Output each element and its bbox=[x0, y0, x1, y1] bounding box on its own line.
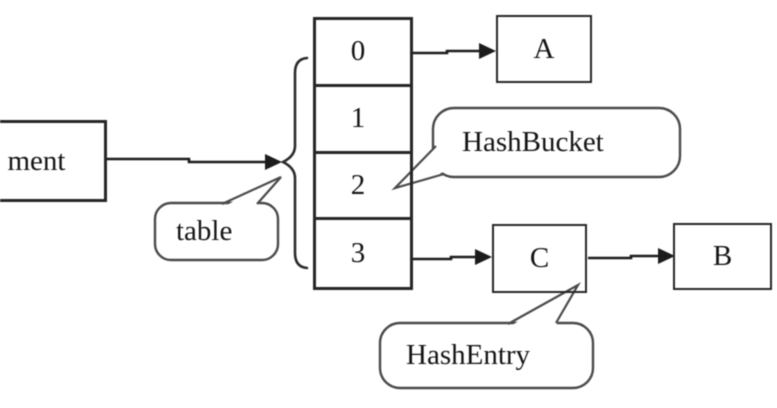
left-source-box-label: ment bbox=[7, 144, 66, 177]
array-cell-2: 2 bbox=[316, 154, 410, 221]
array-brace bbox=[280, 56, 309, 270]
entry-node-c-label: C bbox=[529, 242, 550, 274]
array-cell-1: 1 bbox=[316, 87, 410, 154]
entry-node-b-label: B bbox=[712, 240, 733, 272]
arrowhead-cell3-to-c bbox=[475, 249, 492, 265]
hash-table-array: 0 1 2 3 bbox=[313, 17, 413, 290]
array-cell-3: 3 bbox=[316, 220, 410, 287]
array-cell-3-label: 3 bbox=[350, 237, 366, 270]
arrowhead-c-to-b bbox=[658, 248, 675, 264]
entry-node-c: C bbox=[492, 224, 587, 293]
bucket-node-a: A bbox=[496, 15, 592, 83]
hashentry-callout-tail bbox=[507, 282, 581, 325]
array-cell-2-label: 2 bbox=[350, 168, 366, 201]
arrow-line-c-to-b bbox=[588, 254, 661, 260]
hashbucket-callout-label: HashBucket bbox=[462, 126, 604, 158]
bucket-node-a-label: A bbox=[533, 32, 555, 65]
entry-node-b: B bbox=[673, 223, 772, 290]
array-cell-1-label: 1 bbox=[350, 102, 366, 135]
hashentry-callout-label: HashEntry bbox=[406, 339, 531, 371]
arrow-line-cell0-to-a bbox=[413, 49, 481, 55]
table-callout-tail bbox=[221, 175, 282, 206]
array-cell-0-label: 0 bbox=[350, 35, 366, 68]
left-source-box: ment bbox=[0, 120, 107, 202]
arrow-line-cell3-to-c bbox=[413, 255, 478, 261]
arrowhead-ment-to-table bbox=[265, 154, 282, 170]
table-callout-bubble bbox=[153, 201, 280, 262]
hashentry-callout-bubble bbox=[378, 321, 595, 390]
arrow-line-ment-to-table bbox=[107, 157, 267, 164]
hashbucket-callout-bubble bbox=[431, 106, 682, 179]
table-callout-label: table bbox=[176, 215, 233, 247]
hashbucket-callout-tail-fill bbox=[395, 145, 447, 188]
array-cell-0: 0 bbox=[316, 20, 410, 87]
arrowhead-cell0-to-a bbox=[479, 43, 496, 59]
hashbucket-callout-tail bbox=[391, 145, 445, 191]
